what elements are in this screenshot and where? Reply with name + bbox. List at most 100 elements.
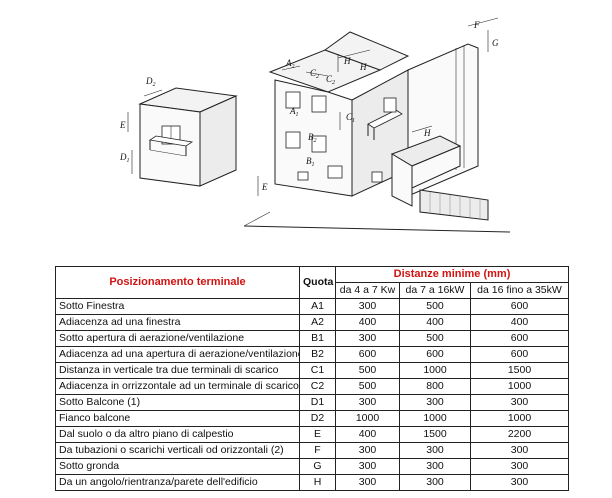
row-name: Adiacenza ad una apertura di aerazione/v…: [55, 346, 300, 363]
row-quota: F: [299, 442, 336, 459]
row-value-range-2: 1000: [399, 410, 471, 427]
label-h-right: H: [423, 128, 431, 138]
row-value-range-2: 300: [399, 394, 471, 411]
header-range-3: da 16 fino a 35kW: [470, 282, 569, 299]
row-name: Distanza in verticale tra due terminali …: [55, 362, 300, 379]
table-row: Adiacenza in orrizzontale ad un terminal…: [55, 378, 569, 395]
building-diagram: D2 E D1 A2 C2 C2 H H A1 C1 B2 B1 E F G H: [119, 17, 511, 233]
row-name: Dal suolo o da altro piano di calpestio: [55, 426, 300, 443]
row-value-range-1: 300: [335, 442, 400, 459]
row-quota: A1: [299, 298, 336, 315]
table-row: Adiacenza ad una apertura di aerazione/v…: [55, 346, 569, 363]
distances-table-container: Posizionamento terminale Quota Distanze …: [55, 266, 569, 491]
header-range-1: da 4 a 7 Kw: [335, 282, 400, 299]
left-building: [127, 87, 238, 187]
row-value-range-2: 600: [399, 346, 471, 363]
row-value-range-2: 1000: [399, 362, 471, 379]
row-value-range-3: 600: [470, 298, 569, 315]
header-range-2: da 7 a 16kW: [399, 282, 471, 299]
label-c2: C2: [310, 68, 319, 80]
row-name: Da tubazioni o scarichi verticali od ori…: [55, 442, 300, 459]
row-value-range-1: 300: [335, 330, 400, 347]
label-e-left: E: [119, 120, 126, 130]
row-value-range-1: 400: [335, 314, 400, 331]
row-quota: B1: [299, 330, 336, 347]
row-quota: A2: [299, 314, 336, 331]
row-value-range-3: 300: [470, 442, 569, 459]
row-quota: H: [299, 474, 336, 491]
row-value-range-3: 1000: [470, 410, 569, 427]
row-value-range-2: 800: [399, 378, 471, 395]
row-value-range-1: 1000: [335, 410, 400, 427]
header-position: Posizionamento terminale: [55, 266, 300, 299]
row-value-range-3: 1000: [470, 378, 569, 395]
row-value-range-2: 400: [399, 314, 471, 331]
table-row: Da tubazioni o scarichi verticali od ori…: [55, 442, 569, 459]
row-value-range-3: 600: [470, 346, 569, 363]
row-value-range-3: 2200: [470, 426, 569, 443]
header-quota: Quota: [299, 266, 336, 299]
row-value-range-1: 400: [335, 426, 400, 443]
row-value-range-2: 300: [399, 458, 471, 475]
row-name: Sotto gronda: [55, 458, 300, 475]
row-name: Fianco balcone: [55, 410, 300, 427]
label-f: F: [473, 20, 480, 30]
label-b1: B1: [306, 156, 315, 168]
row-value-range-3: 300: [470, 394, 569, 411]
row-value-range-1: 300: [335, 298, 400, 315]
label-c2b: C2: [326, 74, 335, 86]
distances-table: Posizionamento terminale Quota Distanze …: [55, 266, 569, 491]
header-distances: Distanze minime (mm): [335, 266, 569, 283]
row-quota: C1: [299, 362, 336, 379]
label-c1: C1: [346, 112, 355, 124]
row-value-range-3: 300: [470, 458, 569, 475]
label-b2: B2: [308, 132, 317, 144]
right-annex: [390, 17, 499, 221]
row-quota: B2: [299, 346, 336, 363]
row-name: Sotto apertura di aerazione/ventilazione: [55, 330, 300, 347]
label-d1: D1: [119, 152, 130, 164]
row-name: Sotto Balcone (1): [55, 394, 300, 411]
row-quota: G: [299, 458, 336, 475]
label-g: G: [492, 38, 499, 48]
row-value-range-1: 500: [335, 362, 400, 379]
row-value-range-1: 600: [335, 346, 400, 363]
row-value-range-2: 500: [399, 298, 471, 315]
label-h-top2: H: [359, 62, 367, 72]
row-quota: E: [299, 426, 336, 443]
row-name: Adiacenza in orrizzontale ad un terminal…: [55, 378, 300, 395]
row-value-range-1: 300: [335, 394, 400, 411]
row-value-range-2: 300: [399, 442, 471, 459]
main-building: [257, 31, 410, 197]
row-name: Sotto Finestra: [55, 298, 300, 315]
row-value-range-1: 300: [335, 458, 400, 475]
row-value-range-1: 300: [335, 474, 400, 491]
table-row: Da un angolo/rientranza/parete dell'edif…: [55, 474, 569, 491]
label-e-main: E: [261, 182, 268, 192]
row-value-range-2: 500: [399, 330, 471, 347]
row-name: Adiacenza ad una finestra: [55, 314, 300, 331]
row-value-range-1: 500: [335, 378, 400, 395]
row-name: Da un angolo/rientranza/parete dell'edif…: [55, 474, 300, 491]
table-row: Sotto apertura di aerazione/ventilazione…: [55, 330, 569, 347]
label-a2: A2: [285, 58, 295, 70]
row-value-range-3: 400: [470, 314, 569, 331]
row-quota: D1: [299, 394, 336, 411]
label-d2: D2: [145, 76, 156, 88]
row-value-range-2: 300: [399, 474, 471, 491]
label-h-top: H: [343, 56, 351, 66]
row-value-range-3: 600: [470, 330, 569, 347]
table-row: Distanza in verticale tra due terminali …: [55, 362, 569, 379]
row-value-range-2: 1500: [399, 426, 471, 443]
row-value-range-3: 1500: [470, 362, 569, 379]
row-quota: C2: [299, 378, 336, 395]
row-value-range-3: 300: [470, 474, 569, 491]
label-a1: A1: [289, 106, 299, 118]
row-quota: D2: [299, 410, 336, 427]
